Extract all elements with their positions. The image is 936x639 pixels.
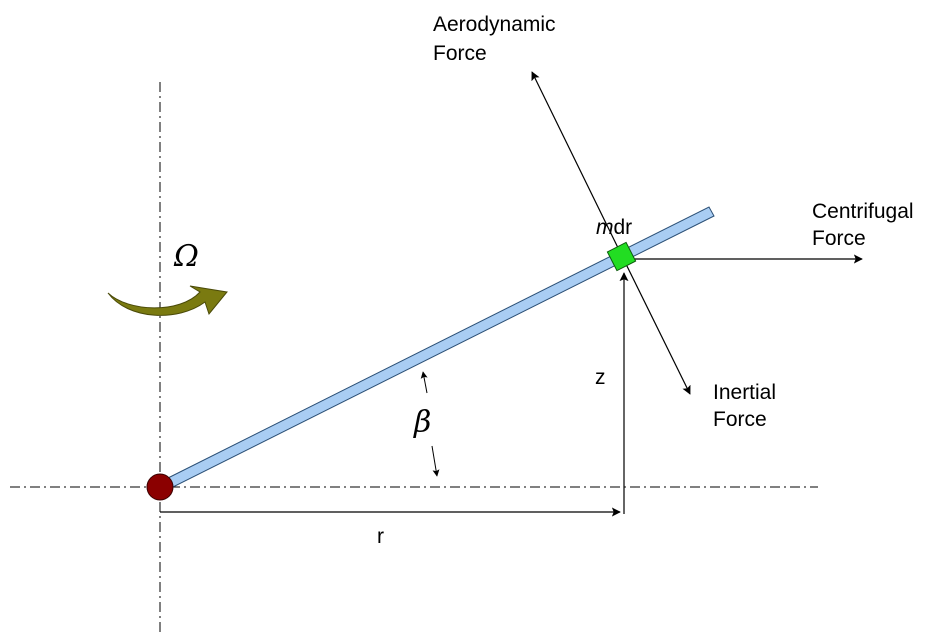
r-label: r <box>377 525 384 548</box>
z-label: z <box>595 366 606 389</box>
mass-dr-symbol: dr <box>614 216 633 239</box>
mass-m-symbol: m <box>596 216 614 239</box>
mass-element <box>606 241 637 272</box>
aerodynamic-force-label-line1: Aerodynamic <box>433 13 556 36</box>
centrifugal-force-label-line1: Centrifugal <box>812 200 914 223</box>
mass-element-label: mdr <box>596 216 632 239</box>
centrifugal-force-label-line2: Force <box>812 227 866 250</box>
inertial-force-label-line1: Inertial <box>713 381 776 404</box>
aerodynamic-force-arrow <box>531 71 623 257</box>
beta-arrow-up <box>420 371 428 394</box>
omega-symbol: Ω <box>173 239 199 274</box>
curved-rotation-arrow-icon <box>107 285 228 316</box>
inertial-force-arrow <box>621 255 691 395</box>
beta-symbol: β <box>413 405 431 440</box>
inertial-force-label-line2: Force <box>713 408 767 431</box>
aerodynamic-force-label-line2: Force <box>433 42 487 65</box>
beta-arrow-down <box>431 445 440 477</box>
blade <box>159 206 715 492</box>
hinge <box>146 473 174 501</box>
